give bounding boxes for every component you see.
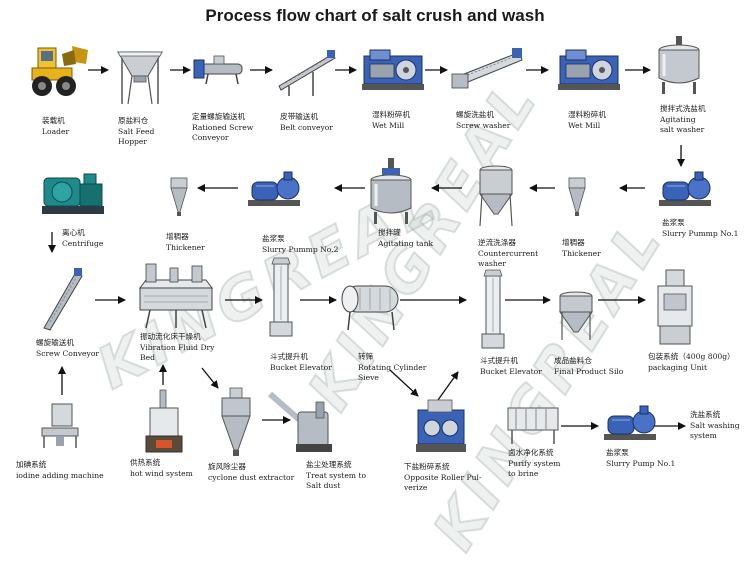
hopper-icon (117, 51, 163, 105)
inclined-screw-icon (43, 268, 83, 331)
belt-conveyor-icon (278, 50, 336, 96)
packaging-machine-icon (657, 269, 693, 345)
wet-mill-icon (362, 49, 424, 90)
agitating-washer-icon (658, 36, 700, 94)
thickener-icon (170, 177, 188, 216)
iodine-machine-icon (41, 403, 79, 448)
page-title: Process flow chart of salt crush and was… (205, 6, 545, 25)
agitating-tank-icon (370, 158, 412, 224)
pump-icon (248, 171, 300, 206)
thickener-icon (568, 177, 586, 216)
brine-purifier-icon (507, 407, 559, 444)
dust-treatment-icon (268, 391, 332, 452)
screw-washer-icon (451, 48, 523, 89)
flow-arrow (389, 369, 419, 397)
silo-icon (559, 291, 593, 340)
wheel-loader-icon (31, 46, 88, 96)
pump-icon (604, 405, 656, 440)
rotating-sieve-icon (341, 285, 399, 331)
pump-icon (659, 171, 711, 206)
bucket-elevator-icon (269, 257, 293, 337)
screw-conveyor-icon (193, 55, 243, 85)
flow-arrow (201, 367, 219, 389)
cyclone-icon (221, 387, 251, 456)
countercurrent-washer-icon (479, 165, 513, 227)
flow-arrows (48, 66, 686, 430)
flow-arrow (437, 371, 459, 401)
wet-mill-icon (558, 49, 620, 90)
centrifuge-icon (42, 173, 104, 214)
process-flow-diagram: KINGREAL KINGREAL KINGREAL Process flow … (16, 6, 740, 562)
boiler-icon (145, 389, 183, 453)
step-label-packaging: 包装系统（400g 800g）packaging Unit (648, 352, 735, 372)
roller-pulverizer-icon (416, 399, 466, 452)
fluid-bed-dryer-icon (139, 263, 213, 329)
bucket-elevator-icon (481, 269, 505, 349)
